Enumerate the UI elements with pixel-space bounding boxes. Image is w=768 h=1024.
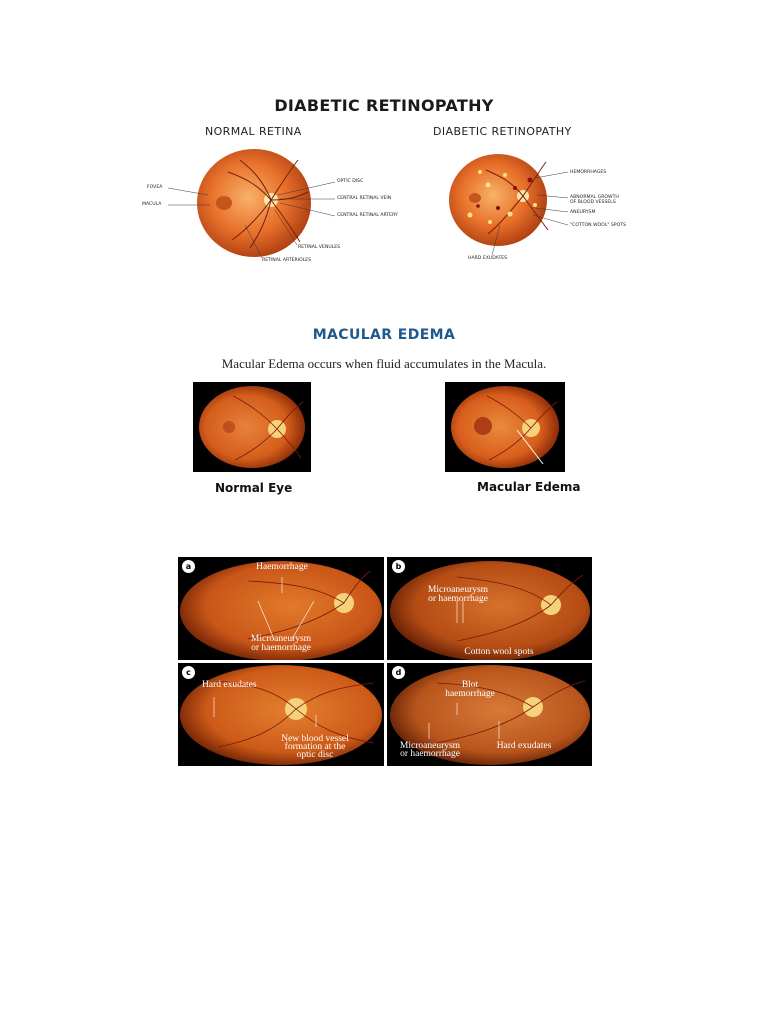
page-title: DIABETIC RETINOPATHY — [274, 96, 494, 115]
normal-eye-photo — [193, 382, 311, 472]
diabetic-retinopathy-heading: DIABETIC RETINOPATHY — [433, 125, 572, 138]
panel-c-nbv-2: formation at the — [284, 742, 346, 752]
panel-d-blot-2: haemorrhage — [445, 689, 495, 699]
panel-d-photo — [387, 663, 592, 766]
macula-spot — [216, 196, 232, 210]
diabetic-retina-illustration — [449, 154, 569, 256]
panel-a-letter: a — [182, 560, 195, 573]
panel-c-hard: Hard exudates — [202, 680, 257, 690]
label-abnormal-growth-2: OF BLOOD VESSELS — [570, 200, 616, 205]
normal-retina-heading: NORMAL RETINA — [205, 125, 302, 138]
label-abnormal-growth-1: ABNORMAL GROWTH — [570, 195, 619, 200]
normal-eye-label: Normal Eye — [215, 481, 293, 495]
panel-c-photo — [178, 663, 384, 766]
macular-edema-photo — [445, 382, 565, 472]
panel-a-photo — [178, 557, 384, 660]
macular-edema-title: MACULAR EDEMA — [312, 327, 456, 343]
label-optic-disc: OPTIC DISC — [337, 179, 364, 184]
fundus-panel-grid: a Haemorrhage Microaneurysm or haemorrha… — [178, 557, 592, 766]
label-central-artery: CENTRAL RETINAL ARTERY — [337, 213, 398, 218]
panel-d-micro-1: Microaneurysm — [399, 741, 461, 751]
panel-c-nbv-3: optic disc — [296, 750, 334, 760]
panel-c-letter: c — [182, 666, 195, 679]
macular-edema-label: Macular Edema — [477, 480, 581, 494]
label-macula: MACULA — [142, 202, 162, 207]
label-hemorrhages: HEMORRHAGES — [570, 170, 607, 175]
panel-b-cotton: Cotton wool spots — [464, 647, 534, 657]
panel-b-letter: b — [392, 560, 405, 573]
label-aneurysm: ANEURYSM — [570, 210, 596, 215]
panel-d-blot-1: Blot — [461, 680, 479, 690]
panel-c-nbv-1: New blood vessel — [281, 734, 349, 744]
panel-d-micro-2: or haemorrhage — [400, 749, 460, 759]
label-central-vein: CENTRAL RETINAL VEIN — [337, 196, 392, 201]
retina-diagram — [167, 149, 569, 259]
panel-b-micro-1: Microaneurysm — [427, 585, 489, 595]
label-fovea: FOVEA — [147, 185, 163, 190]
label-arterioles: RETINAL ARTERIOLES — [262, 258, 312, 263]
panel-a-haemorrhage: Haemorrhage — [256, 562, 308, 572]
panel-b-micro-2: or haemorrhage — [428, 594, 488, 604]
label-venules: RETINAL VENULES — [298, 245, 341, 250]
label-cotton-wool: "COTTON WOOL" SPOTS — [570, 223, 626, 228]
normal-retina-illustration — [167, 149, 336, 259]
macular-edema-subtitle: Macular Edema occurs when fluid accumula… — [221, 356, 547, 371]
panel-a-micro-1: Microaneurysm — [250, 634, 312, 644]
panel-a-micro-2: or haemorrhage — [251, 643, 311, 653]
label-hard-exudates: HARD EXUDATES — [468, 256, 508, 261]
panel-d-hard: Hard exudates — [496, 741, 552, 751]
panel-d-letter: d — [392, 666, 405, 679]
panel-b-photo — [387, 557, 592, 660]
